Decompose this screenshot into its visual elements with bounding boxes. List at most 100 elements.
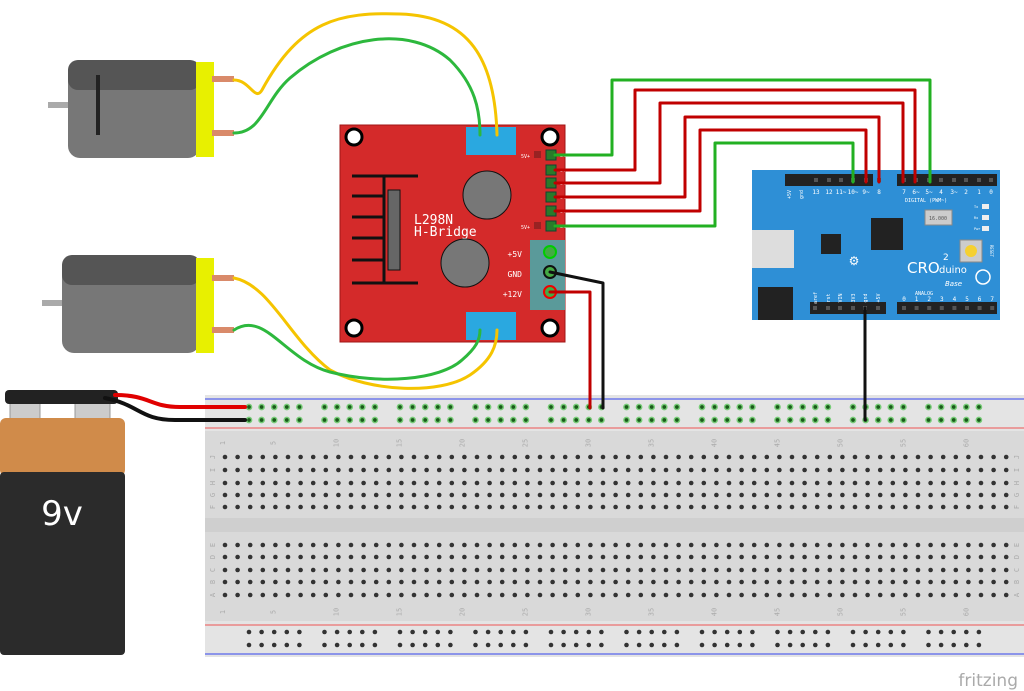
- breadboard-hole[interactable]: [373, 592, 379, 598]
- breadboard-hole[interactable]: [525, 454, 530, 460]
- rail-hole[interactable]: [660, 403, 668, 411]
- breadboard-hole[interactable]: [890, 592, 896, 598]
- breadboard-hole[interactable]: [373, 467, 379, 473]
- rail-hole[interactable]: [522, 403, 530, 411]
- breadboard-hole[interactable]: [361, 554, 366, 560]
- breadboard-hole[interactable]: [499, 554, 505, 560]
- breadboard-hole[interactable]: [323, 554, 329, 560]
- breadboard-hole[interactable]: [651, 542, 656, 548]
- breadboard-hole[interactable]: [751, 554, 757, 560]
- breadboard-hole[interactable]: [411, 480, 417, 486]
- breadboard-hole[interactable]: [285, 454, 291, 460]
- breadboard-hole[interactable]: [462, 467, 467, 473]
- rail-hole[interactable]: [410, 642, 415, 648]
- rail-hole[interactable]: [925, 403, 932, 411]
- rail-hole[interactable]: [498, 642, 504, 648]
- breadboard-hole[interactable]: [361, 454, 366, 460]
- breadboard-hole[interactable]: [273, 592, 278, 598]
- rail-hole[interactable]: [586, 642, 592, 648]
- breadboard-hole[interactable]: [625, 567, 631, 573]
- breadboard-hole[interactable]: [600, 480, 606, 486]
- rail-hole[interactable]: [333, 416, 341, 424]
- breadboard-hole[interactable]: [613, 579, 618, 585]
- breadboard-hole[interactable]: [222, 579, 228, 585]
- breadboard-hole[interactable]: [613, 504, 618, 510]
- breadboard-hole[interactable]: [323, 542, 329, 548]
- breadboard-hole[interactable]: [222, 504, 228, 510]
- breadboard-hole[interactable]: [399, 554, 404, 560]
- rail-hole[interactable]: [624, 629, 629, 635]
- breadboard-hole[interactable]: [285, 567, 291, 573]
- rail-hole[interactable]: [396, 403, 404, 411]
- breadboard-hole[interactable]: [928, 504, 933, 510]
- rail-hole[interactable]: [497, 403, 505, 411]
- breadboard-hole[interactable]: [436, 567, 442, 573]
- rail-hole[interactable]: [522, 416, 530, 424]
- breadboard-hole[interactable]: [777, 592, 782, 598]
- breadboard-hole[interactable]: [940, 467, 946, 473]
- breadboard-hole[interactable]: [966, 467, 971, 473]
- breadboard-hole[interactable]: [638, 542, 644, 548]
- rail-hole[interactable]: [750, 629, 755, 635]
- breadboard-hole[interactable]: [436, 480, 442, 486]
- breadboard-hole[interactable]: [625, 504, 631, 510]
- rail-hole[interactable]: [283, 416, 291, 424]
- breadboard-hole[interactable]: [789, 492, 795, 498]
- breadboard-hole[interactable]: [462, 554, 467, 560]
- breadboard-hole[interactable]: [260, 454, 266, 460]
- breadboard-hole[interactable]: [600, 542, 606, 548]
- breadboard-hole[interactable]: [273, 567, 278, 573]
- breadboard-hole[interactable]: [726, 467, 732, 473]
- breadboard-hole[interactable]: [336, 592, 341, 598]
- breadboard-hole[interactable]: [814, 579, 820, 585]
- breadboard-hole[interactable]: [411, 504, 417, 510]
- breadboard-hole[interactable]: [600, 592, 606, 598]
- breadboard-hole[interactable]: [386, 592, 392, 598]
- breadboard-hole[interactable]: [651, 504, 656, 510]
- rail-hole[interactable]: [662, 629, 667, 635]
- breadboard-hole[interactable]: [840, 567, 845, 573]
- breadboard-hole[interactable]: [474, 504, 480, 510]
- breadboard-hole[interactable]: [953, 480, 959, 486]
- rail-hole[interactable]: [346, 416, 354, 424]
- breadboard-hole[interactable]: [638, 567, 644, 573]
- breadboard-hole[interactable]: [588, 504, 593, 510]
- breadboard-hole[interactable]: [260, 579, 266, 585]
- rail-hole[interactable]: [599, 629, 604, 635]
- breadboard-hole[interactable]: [966, 542, 971, 548]
- breadboard-hole[interactable]: [260, 467, 266, 473]
- breadboard-hole[interactable]: [940, 480, 946, 486]
- breadboard-hole[interactable]: [827, 454, 833, 460]
- rail-hole[interactable]: [246, 642, 252, 648]
- header-pin[interactable]: [939, 178, 943, 182]
- breadboard-hole[interactable]: [336, 554, 341, 560]
- rail-hole[interactable]: [887, 403, 895, 411]
- rail-hole[interactable]: [888, 629, 894, 635]
- breadboard-hole[interactable]: [588, 554, 593, 560]
- breadboard-hole[interactable]: [940, 492, 946, 498]
- breadboard-hole[interactable]: [827, 554, 833, 560]
- breadboard-hole[interactable]: [260, 542, 266, 548]
- breadboard-hole[interactable]: [827, 492, 833, 498]
- breadboard-hole[interactable]: [613, 542, 618, 548]
- breadboard-hole[interactable]: [764, 467, 770, 473]
- rail-hole[interactable]: [937, 416, 945, 424]
- breadboard-hole[interactable]: [222, 480, 228, 486]
- rail-hole[interactable]: [799, 403, 807, 411]
- breadboard-hole[interactable]: [764, 592, 770, 598]
- breadboard-hole[interactable]: [688, 554, 694, 560]
- rail-hole[interactable]: [723, 403, 731, 411]
- wire-motor-a-green[interactable]: [232, 37, 482, 137]
- breadboard-hole[interactable]: [751, 492, 757, 498]
- rail-hole[interactable]: [799, 416, 807, 424]
- rail-hole[interactable]: [750, 642, 755, 648]
- breadboard-hole[interactable]: [852, 454, 858, 460]
- breadboard-hole[interactable]: [487, 492, 492, 498]
- breadboard-hole[interactable]: [966, 554, 971, 560]
- breadboard-hole[interactable]: [802, 504, 807, 510]
- breadboard-hole[interactable]: [840, 592, 845, 598]
- rail-hole[interactable]: [473, 642, 478, 648]
- breadboard-hole[interactable]: [600, 492, 606, 498]
- breadboard-hole[interactable]: [474, 480, 480, 486]
- breadboard-hole[interactable]: [764, 492, 770, 498]
